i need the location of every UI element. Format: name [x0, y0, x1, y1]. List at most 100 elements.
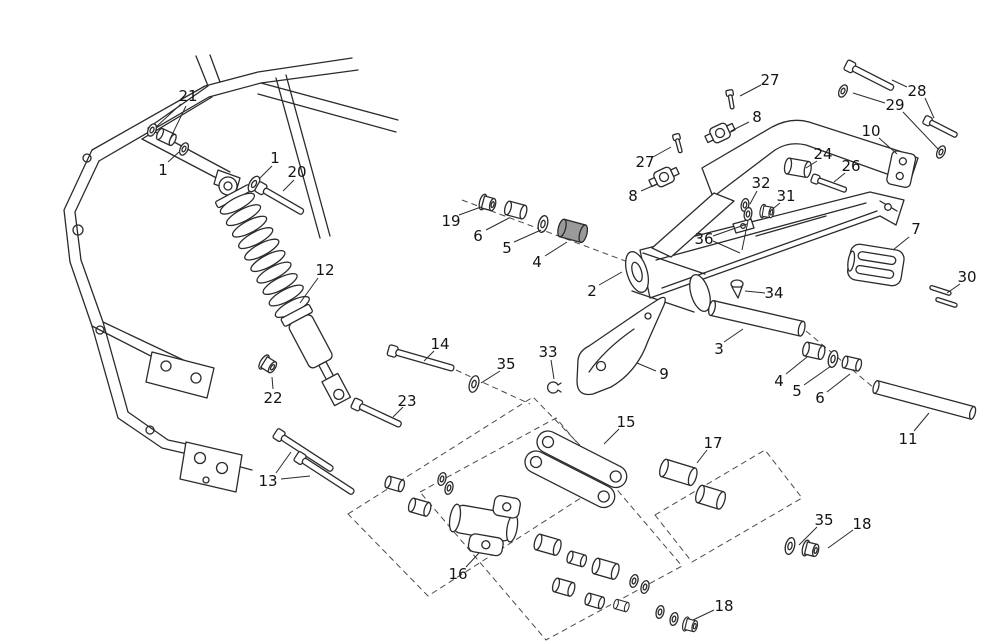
flanged-nut — [476, 192, 499, 214]
chain-slider — [576, 296, 666, 396]
washer — [535, 213, 551, 235]
pin — [928, 284, 953, 297]
washer — [668, 611, 680, 627]
part-label: 8 — [628, 187, 638, 205]
washer — [466, 373, 482, 395]
washer — [435, 471, 449, 487]
part-label: 1 — [158, 161, 168, 179]
flanged-nut — [800, 538, 822, 560]
part-label: 9 — [659, 365, 669, 383]
part-label: 6 — [815, 389, 825, 407]
washer — [442, 480, 456, 496]
part-label: 27 — [635, 153, 654, 171]
shock-absorber — [215, 176, 352, 407]
washer — [934, 143, 948, 161]
part-label: 1 — [270, 149, 280, 167]
clamp — [702, 118, 738, 148]
part-label: 2 — [587, 282, 597, 300]
leader-lines — [155, 79, 961, 621]
washer — [826, 349, 840, 369]
axle-rod — [872, 380, 977, 420]
washer — [638, 579, 652, 595]
part-label: 32 — [751, 174, 770, 192]
bolt — [842, 58, 897, 94]
part-label: 12 — [315, 261, 334, 279]
spacer — [657, 457, 700, 488]
linkage-plate — [524, 450, 616, 509]
part-label: 3 — [714, 340, 724, 358]
part-label: 14 — [430, 335, 449, 353]
part-label: 26 — [841, 157, 860, 175]
part-label: 15 — [616, 413, 635, 431]
washer — [627, 573, 641, 589]
part-label: 18 — [852, 515, 871, 533]
spacer — [531, 532, 564, 557]
part-label: 24 — [813, 145, 832, 163]
part-label: 27 — [760, 71, 779, 89]
part-label: 20 — [287, 163, 306, 181]
part-label: 35 — [496, 355, 515, 373]
washer — [836, 82, 850, 100]
washer — [654, 604, 666, 620]
pivot-shaft — [707, 300, 806, 337]
bushing — [840, 354, 864, 373]
part-label: 8 — [752, 108, 762, 126]
grouping-boxes — [347, 396, 803, 641]
relay-arm — [448, 495, 521, 557]
part-label: 10 — [861, 122, 880, 140]
assembly-axes — [455, 199, 875, 405]
spacer — [693, 483, 728, 511]
part-label: 17 — [703, 434, 722, 452]
part-label: 18 — [714, 597, 733, 615]
washer — [177, 140, 191, 158]
part-label: 4 — [532, 253, 542, 271]
bolt — [349, 396, 404, 431]
small-bolt — [725, 88, 737, 111]
part-label: 16 — [448, 565, 467, 583]
frame-assembly — [63, 54, 399, 493]
part-label: 29 — [885, 96, 904, 114]
chain-adjuster-plate — [886, 150, 917, 188]
part-label: 22 — [263, 389, 282, 407]
part-label: 34 — [764, 284, 783, 302]
part-label: 13 — [258, 472, 277, 490]
washer — [782, 536, 798, 556]
spacer — [583, 591, 607, 610]
bolt — [921, 114, 960, 141]
part-label: 5 — [502, 239, 512, 257]
part-label: 4 — [774, 372, 784, 390]
bushing — [502, 199, 529, 221]
spacer — [565, 549, 589, 568]
linkage-plate — [536, 430, 628, 489]
bolt — [809, 172, 849, 196]
part-label: 36 — [694, 230, 713, 248]
spacer — [589, 556, 622, 581]
spacer — [612, 598, 631, 613]
bolt — [292, 450, 357, 498]
part-label: 6 — [473, 227, 483, 245]
bolt — [253, 180, 307, 218]
flanged-nut — [256, 352, 280, 377]
group-box-17 — [654, 449, 803, 563]
part-label: 19 — [441, 212, 460, 230]
part-labels: 21 1 1 20 12 22 2 3 13 14 35 33 9 15 16 1… — [158, 71, 976, 615]
group-box-spacers — [419, 417, 683, 641]
chain-tensioner-block — [847, 243, 905, 287]
bushing — [406, 496, 433, 518]
part-label: 33 — [538, 343, 557, 361]
circlip — [546, 381, 562, 394]
pivot-bushing — [555, 217, 590, 244]
part-label: 28 — [907, 82, 926, 100]
part-label: 11 — [898, 430, 917, 448]
part-label: 21 — [178, 87, 197, 105]
part-label: 35 — [814, 511, 833, 529]
small-bolt — [671, 132, 685, 155]
part-label: 30 — [957, 268, 976, 286]
spacer — [782, 156, 813, 179]
part-label: 7 — [911, 220, 921, 238]
cone-fitting — [730, 279, 744, 299]
spacer — [550, 576, 577, 598]
group-box-linkage — [347, 396, 613, 597]
